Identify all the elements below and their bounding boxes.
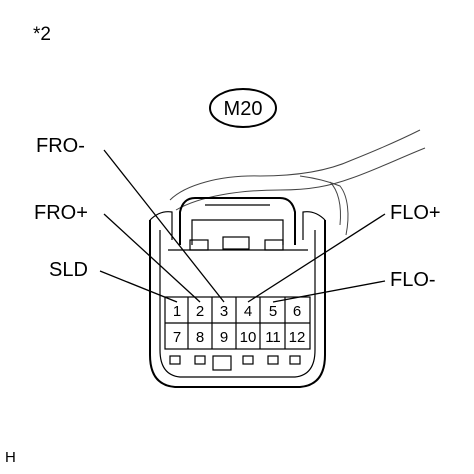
wire-harness [169, 129, 426, 236]
leader-flo-minus [272, 280, 386, 303]
figure-code: H [5, 449, 16, 466]
pin-label: 12 [289, 329, 306, 346]
callout-leaders [99, 149, 386, 303]
pin-label: 3 [220, 303, 228, 320]
pin-label: 8 [196, 329, 204, 346]
leader-flo-plus [247, 213, 386, 303]
pin-label: 5 [269, 303, 277, 320]
pin-label: 1 [173, 303, 181, 320]
pin-label: 11 [265, 329, 281, 346]
pin-label: 7 [173, 329, 181, 346]
callout-flo-plus: FLO+ [390, 202, 441, 224]
connector-id-badge: M20 [209, 88, 277, 128]
leader-fro-minus [103, 149, 225, 303]
pin-label: 10 [240, 329, 257, 346]
leader-sld [99, 270, 178, 303]
leader-fro-plus [103, 213, 201, 303]
pin-grid: 1 2 3 4 5 6 7 8 9 10 11 12 [164, 296, 311, 350]
callout-sld: SLD [49, 259, 88, 281]
connector-id: M20 [224, 98, 263, 120]
pin-label: 9 [220, 329, 228, 346]
figure-note: *2 [33, 24, 51, 45]
pin-label: 2 [196, 303, 204, 320]
pin-label: 6 [293, 303, 301, 320]
callout-fro-minus: FRO- [36, 135, 85, 157]
callout-fro-plus: FRO+ [34, 202, 88, 224]
connector-body [149, 197, 326, 388]
pin-label: 4 [244, 303, 252, 320]
callout-flo-minus: FLO- [390, 269, 436, 291]
